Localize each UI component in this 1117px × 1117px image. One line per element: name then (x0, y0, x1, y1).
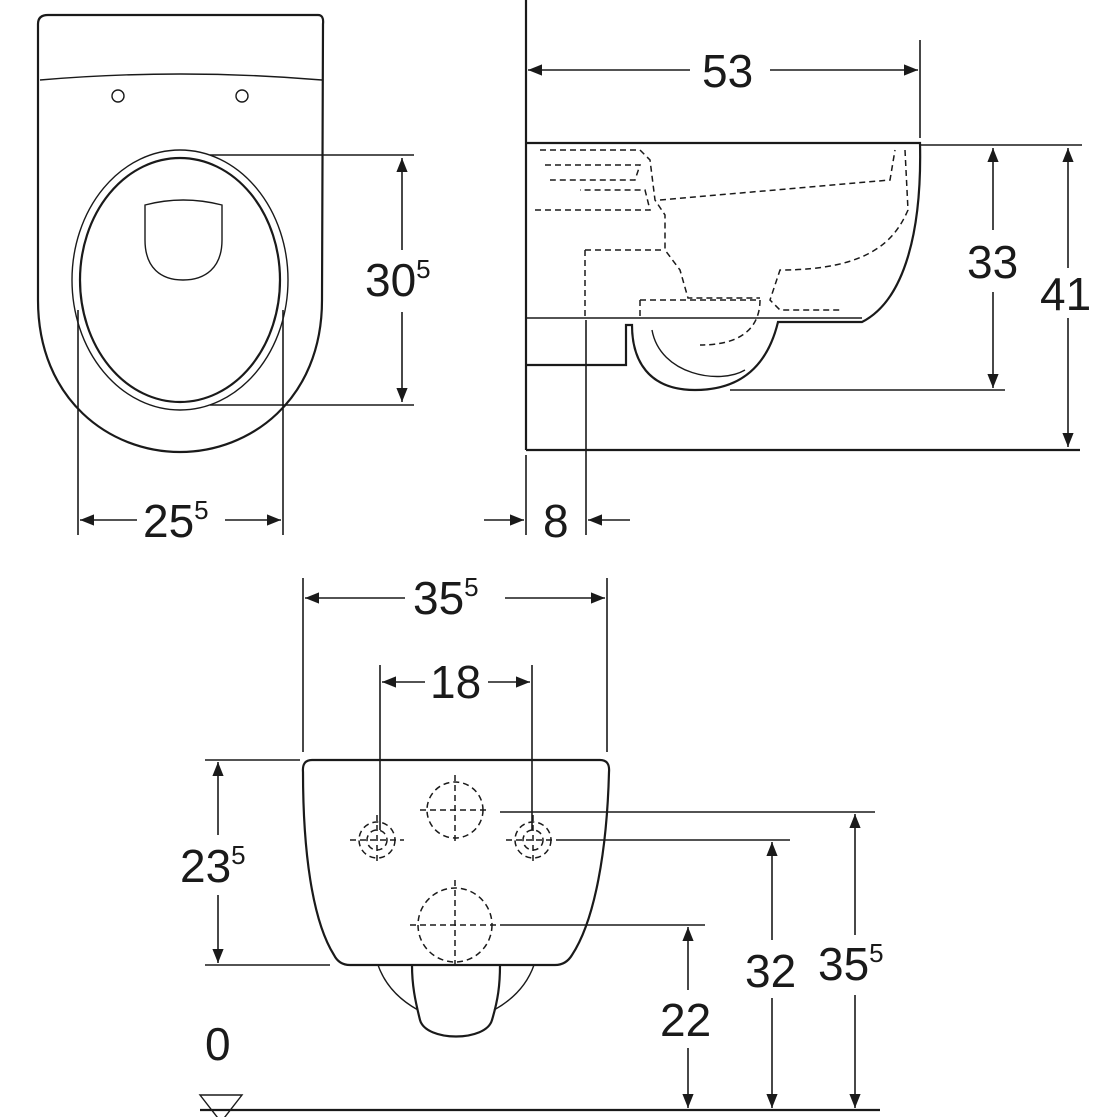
dim-bolt-height: 32 (745, 945, 796, 997)
dim-depth: 53 (702, 45, 753, 97)
dim-outlet-height: 22 (660, 994, 711, 1046)
seat-outer (71, 149, 289, 411)
internal-channels (535, 149, 909, 346)
bowl-outline (36, 13, 325, 454)
dim-total-width: 355 (413, 572, 479, 624)
side-view: 53 33 41 8 (484, 0, 1091, 547)
floor-level-marker-icon (198, 1094, 244, 1117)
dim-bowl-height: 33 (967, 236, 1018, 288)
hinge-hole-right (235, 89, 249, 103)
bowl-opening (144, 199, 223, 281)
dim-bolt-spacing: 18 (430, 656, 481, 708)
dim-body-height: 235 (180, 840, 246, 892)
mounting-holes (350, 775, 560, 970)
rear-body-outline (301, 758, 611, 967)
dim-total-height: 41 (1040, 268, 1091, 320)
dim-seat-length: 305 (365, 254, 431, 306)
seat-inner (78, 156, 282, 404)
bowl-side-outline (526, 141, 922, 392)
lid-hinge-line (39, 73, 323, 81)
floor-level-label: 0 (205, 1018, 231, 1070)
dim-seat-width: 255 (143, 495, 209, 547)
rear-view: 355 18 235 0 22 32 355 (180, 572, 884, 1117)
outlet-spigot (410, 964, 502, 1038)
top-view: 305 255 (36, 13, 431, 547)
dim-top-height: 355 (818, 938, 884, 990)
hinge-hole-left (111, 89, 125, 103)
dim-wall-offset: 8 (543, 495, 569, 547)
